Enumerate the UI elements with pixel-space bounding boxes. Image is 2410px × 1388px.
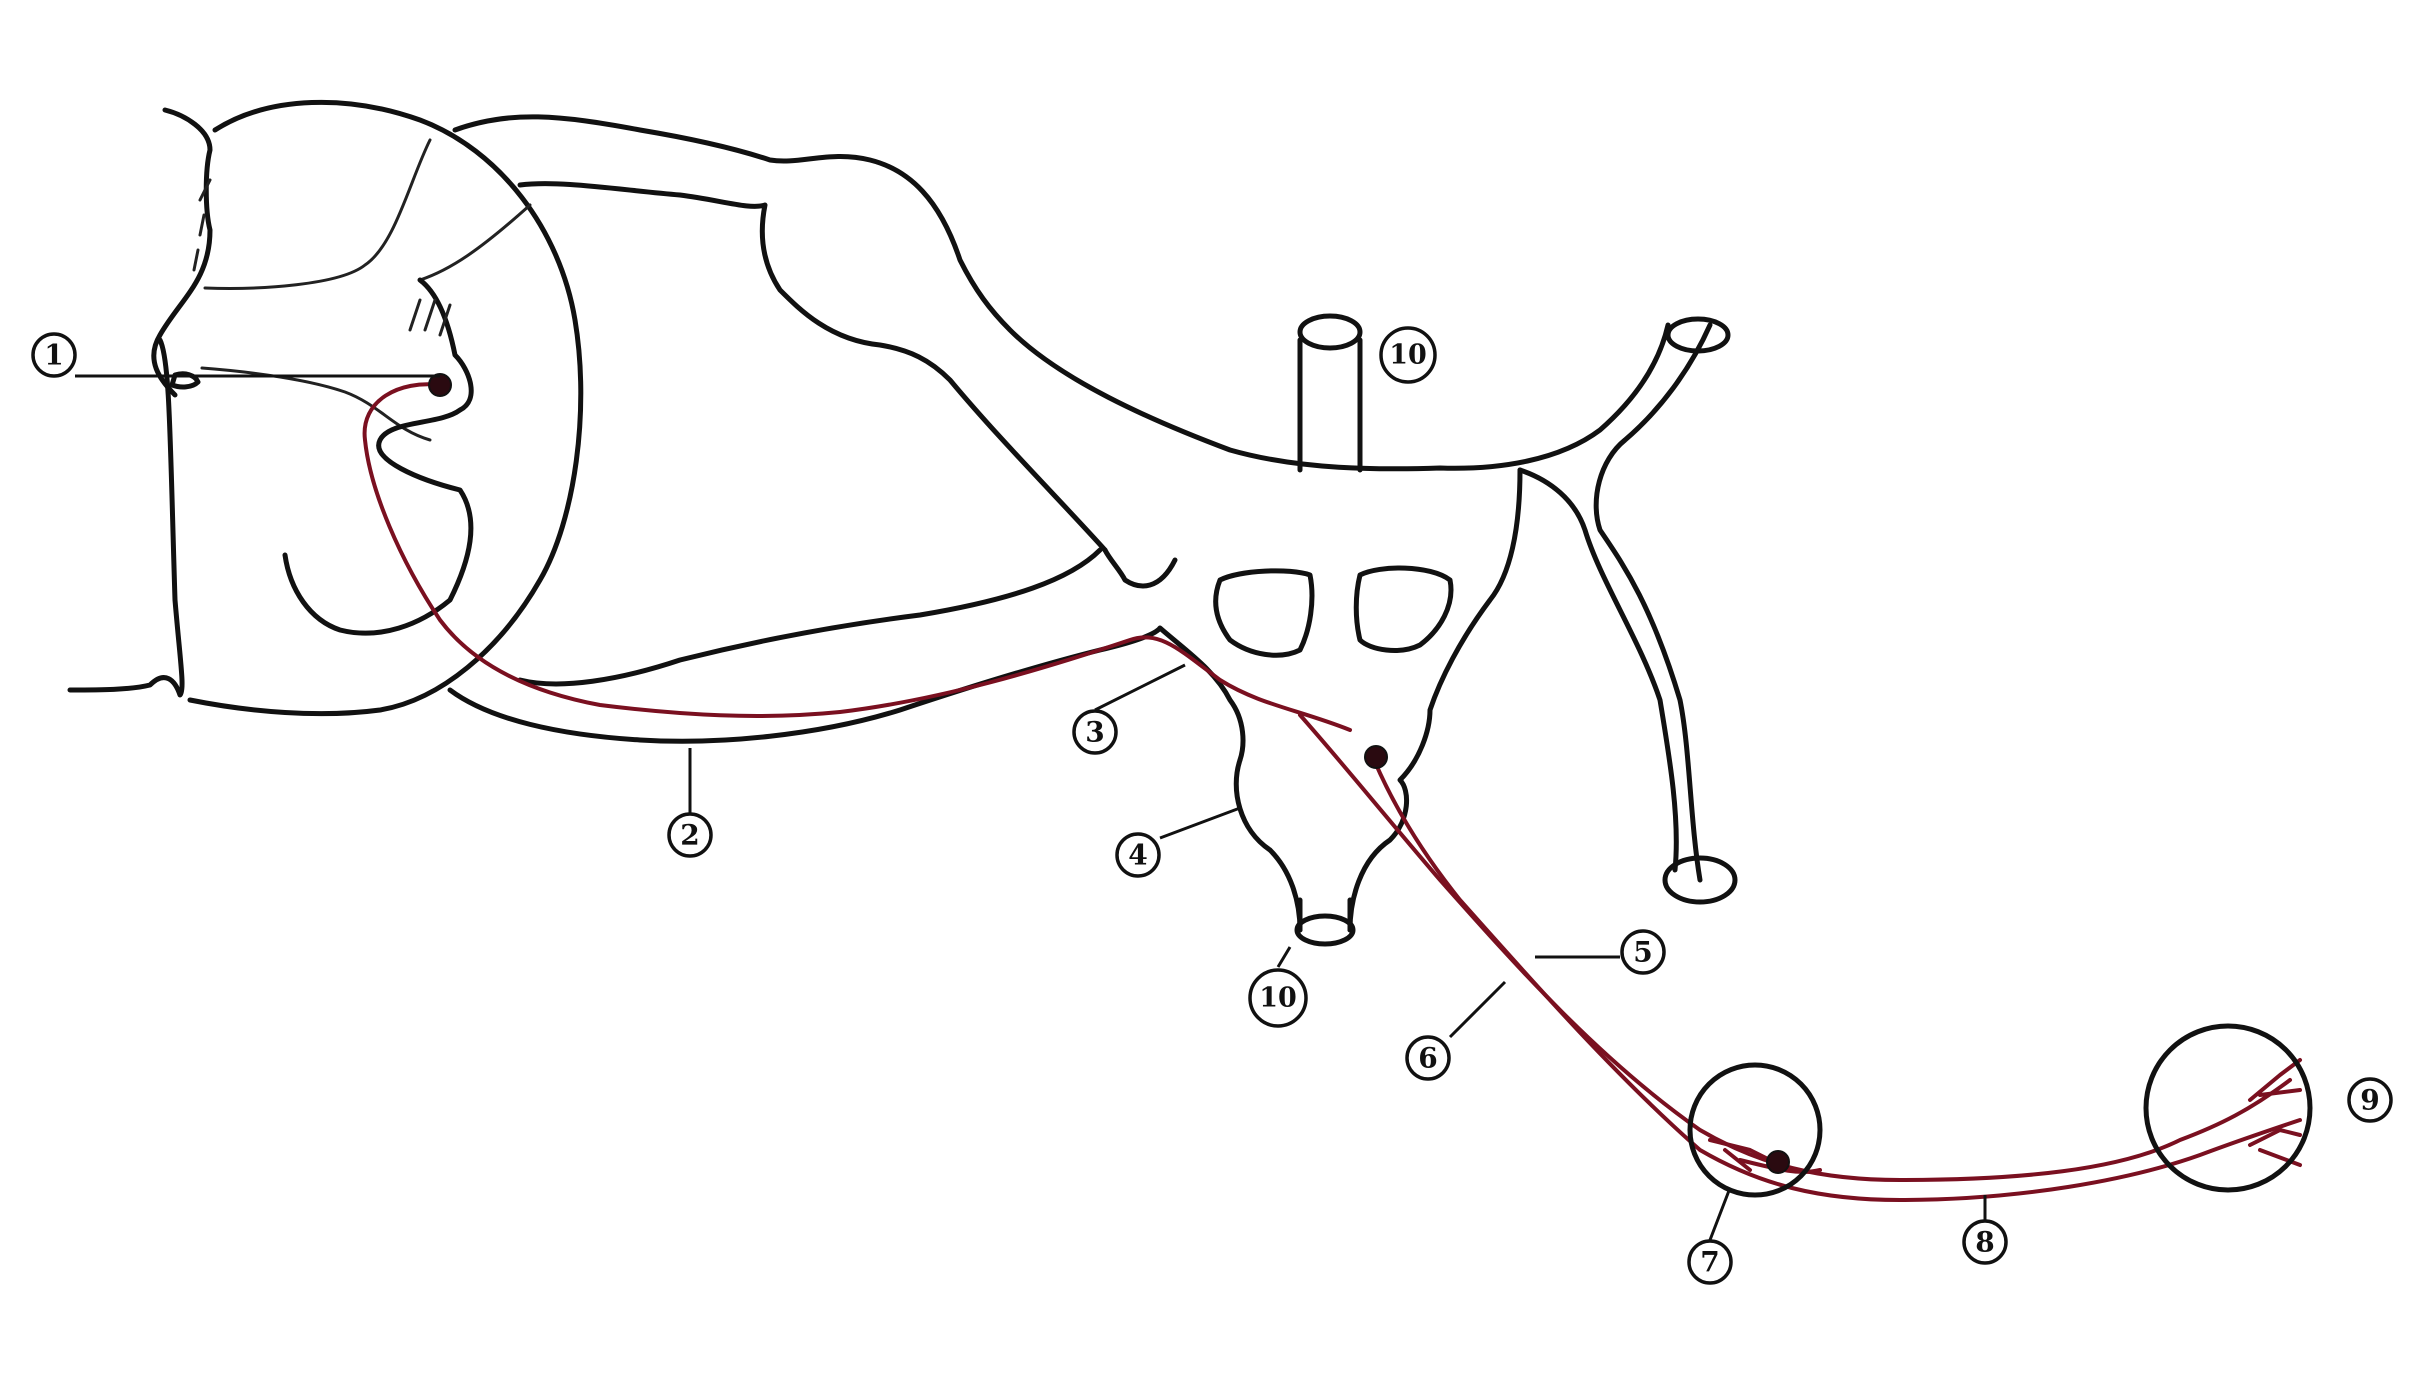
spinal-cord-section (67, 99, 584, 717)
marker-3: 3 (1072, 709, 1118, 755)
svg-text:1: 1 (44, 339, 63, 372)
marker-1: 1 (31, 332, 77, 378)
svg-text:2: 2 (680, 819, 699, 852)
marker-7: 7 (1687, 1239, 1733, 1285)
svg-text:7: 7 (1700, 1246, 1719, 1279)
postganglionic-soma (1766, 1150, 1790, 1174)
svg-text:10: 10 (1259, 983, 1297, 1014)
preganglionic-soma (428, 373, 452, 397)
sympathetic-ganglion (1213, 313, 1454, 947)
svg-text:4: 4 (1128, 839, 1147, 872)
marker-10-bottom: 10 (1248, 968, 1308, 1028)
marker-5: 5 (1620, 929, 1666, 975)
svg-text:8: 8 (1975, 1226, 1994, 1259)
marker-6: 6 (1405, 1035, 1451, 1081)
svg-text:10: 10 (1389, 340, 1427, 371)
marker-9: 9 (2347, 1077, 2393, 1123)
marker-2: 2 (667, 812, 713, 858)
marker-10-top: 10 (1379, 326, 1437, 384)
effector-organ-circle (2143, 1023, 2313, 1193)
prevertebral-ganglion-circle (1687, 1062, 1823, 1198)
spinal-nerve-trunk (447, 114, 1738, 933)
marker-8: 8 (1962, 1219, 2008, 1265)
marker-4: 4 (1115, 832, 1161, 878)
neural-fibers (362, 382, 2302, 1202)
svg-text:9: 9 (2360, 1084, 2379, 1117)
svg-text:3: 3 (1085, 716, 1104, 749)
ganglion-soma (1364, 745, 1388, 769)
svg-text:6: 6 (1418, 1042, 1437, 1075)
leader-lines (75, 374, 1987, 1241)
svg-text:5: 5 (1633, 936, 1652, 969)
